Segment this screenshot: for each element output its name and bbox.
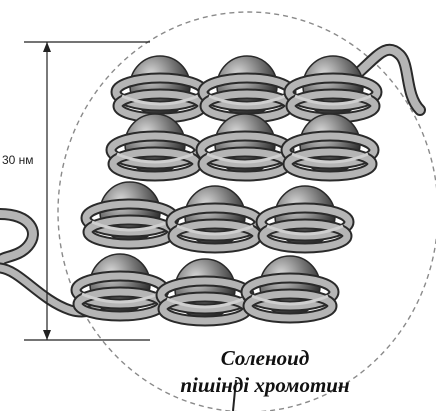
nucleosome (261, 186, 349, 248)
nucleosome (246, 256, 334, 318)
nucleosome (116, 56, 204, 118)
nucleosome (76, 254, 164, 316)
nucleosome (161, 259, 249, 321)
nucleosome (86, 182, 174, 244)
nucleosome (111, 114, 199, 176)
nucleosome (203, 56, 291, 118)
nucleosome (201, 114, 289, 176)
dimension-label: 30 нм (0, 153, 36, 167)
nucleosome-group (76, 56, 377, 321)
dimension-arrow-bottom (43, 330, 51, 340)
nucleosome (286, 114, 374, 176)
caption-line-2: пішінді хромотин (150, 372, 380, 398)
caption-line-1: Соленоид (150, 345, 380, 371)
nucleosome (171, 186, 259, 248)
dimension-arrow-top (43, 42, 51, 52)
